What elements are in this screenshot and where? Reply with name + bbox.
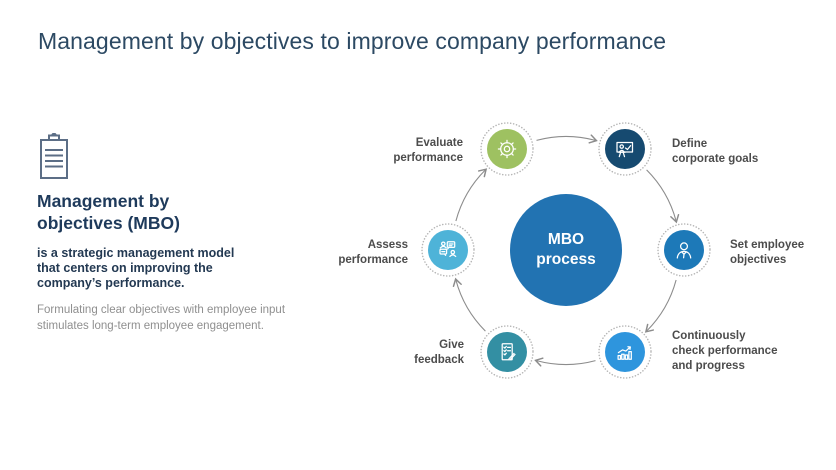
clipboard-icon: [40, 133, 68, 179]
discussion-icon: [439, 241, 457, 258]
info-bold-text: is a strategic management model that cen…: [37, 246, 235, 290]
feedback-checklist-icon: [501, 343, 516, 361]
step-node-give-feedback: [480, 325, 534, 379]
growth-chart-icon: [617, 346, 632, 360]
step-node-check-performance: [598, 325, 652, 379]
center-circle: [510, 194, 622, 306]
label-evaluate-performance: Evaluate performance: [393, 137, 463, 164]
label-set-employee-objectives: Set employee objectives: [730, 239, 805, 266]
label-assess-performance: Assess performance: [338, 239, 408, 266]
presentation-icon: [616, 141, 634, 158]
step-node-define-corporate-goals: [598, 122, 652, 176]
page-title: Management by objectives to improve comp…: [38, 28, 667, 54]
step-node-assess-performance: [421, 223, 475, 277]
info-body-text: Formulating clear objectives with employ…: [37, 304, 286, 332]
center-label: MBO process: [536, 231, 596, 268]
label-check-performance: Continuously check performance and progr…: [672, 330, 778, 372]
gear-icon: [497, 139, 517, 159]
flow-arrows: [452, 134, 680, 367]
step-node-set-employee-objectives: [657, 223, 711, 277]
employee-icon: [676, 242, 692, 259]
info-panel: Management by objectives (MBO) is a stra…: [37, 133, 317, 334]
step-node-evaluate-performance: [480, 122, 534, 176]
info-heading: Management by objectives (MBO): [37, 191, 180, 233]
label-define-corporate-goals: Define corporate goals: [672, 138, 759, 165]
label-give-feedback: Give feedback: [414, 339, 464, 366]
